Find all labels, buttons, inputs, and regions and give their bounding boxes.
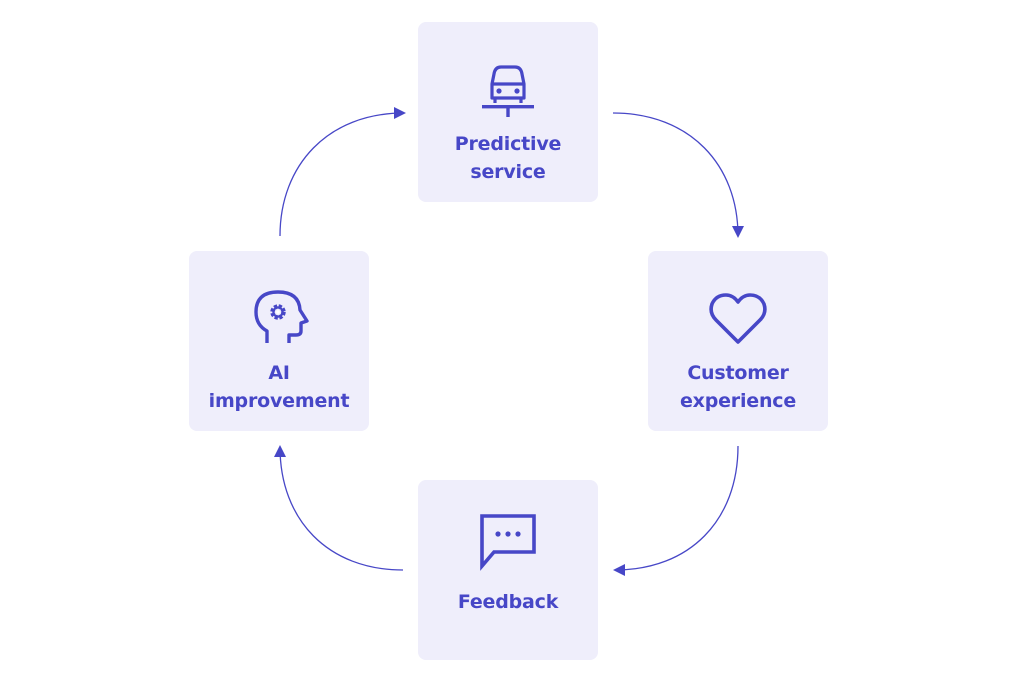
node-label: Predictive service [454, 133, 562, 183]
node-feedback: Feedback [418, 480, 598, 660]
arrow-right-to-bottom [613, 445, 739, 576]
node-label: Customer experience [679, 362, 797, 412]
heart-icon [706, 287, 770, 351]
car-service-icon [476, 58, 540, 122]
chat-bubble-icon [476, 510, 540, 574]
arrow-top-to-right [612, 112, 744, 238]
arrow-bottom-to-left [274, 445, 404, 571]
ai-head-gear-icon [247, 285, 311, 349]
node-label: AI improvement [208, 362, 350, 412]
node-predictive-service: Predictive service [418, 22, 598, 202]
node-ai-improvement: AI improvement [189, 251, 369, 431]
arrow-left-to-top [279, 107, 406, 237]
node-customer-experience: Customer experience [648, 251, 828, 431]
node-label: Feedback [457, 591, 559, 613]
